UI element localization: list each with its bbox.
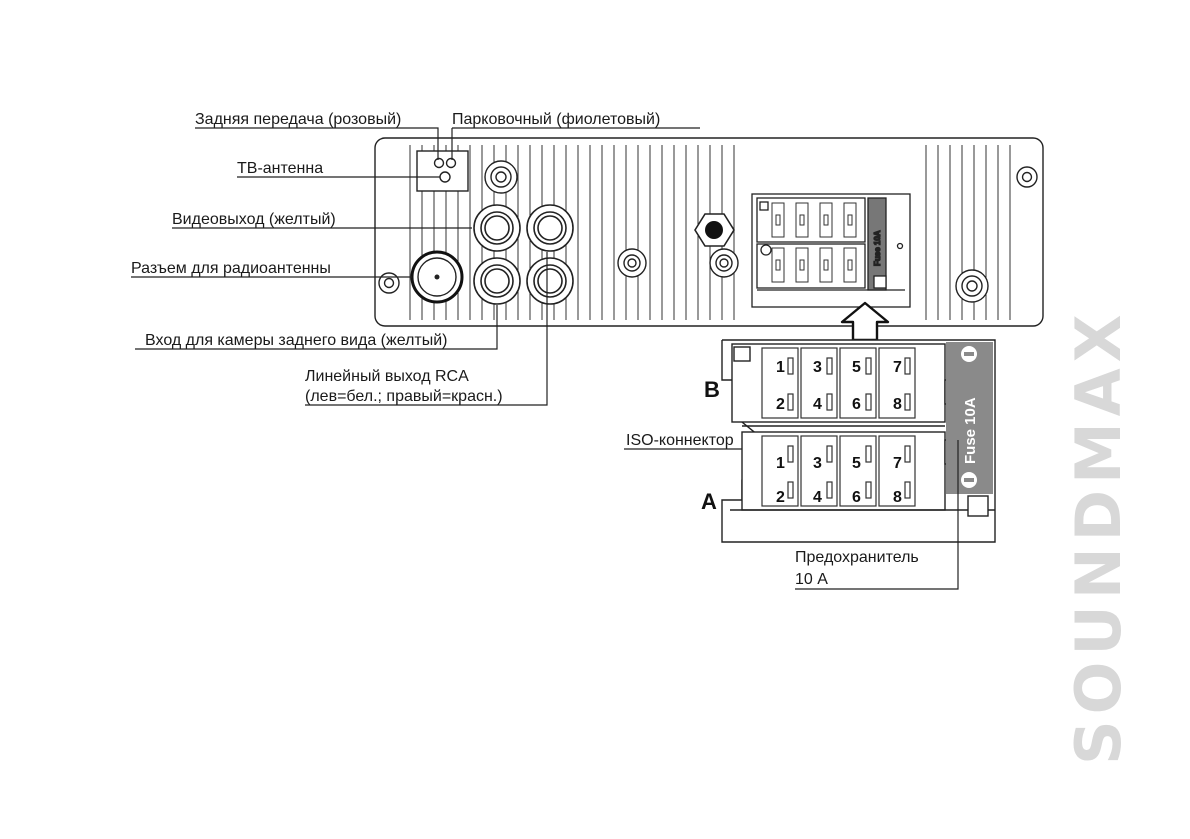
pin-a1: 1 bbox=[776, 455, 785, 472]
fuse-strip bbox=[946, 342, 993, 494]
slot-pin bbox=[775, 259, 781, 271]
pin-contact bbox=[904, 357, 911, 375]
slot-pin bbox=[847, 214, 853, 226]
arrow-up-icon bbox=[840, 301, 890, 342]
pin-b7: 7 bbox=[893, 359, 902, 376]
tv-antenna-socket bbox=[416, 150, 469, 192]
pin-cell bbox=[878, 347, 916, 419]
pin-a8: 8 bbox=[893, 489, 902, 506]
label-fuse-2: 10 А bbox=[795, 571, 828, 588]
slot bbox=[819, 202, 833, 238]
fuse-label: Fuse 10A bbox=[962, 397, 979, 464]
pin-numbers-b-bottom: 2 4 6 8 bbox=[776, 396, 902, 413]
pin-contact bbox=[904, 393, 911, 411]
slot bbox=[819, 247, 833, 283]
label-camera-in: Вход для камеры заднего вида (желтый) bbox=[145, 332, 448, 349]
iso-socket-small: Fuse 10A bbox=[751, 193, 911, 308]
pin-b3: 3 bbox=[813, 359, 822, 376]
pin-cell bbox=[761, 435, 799, 507]
pin-b4: 4 bbox=[813, 396, 822, 413]
slot bbox=[771, 202, 785, 238]
slot bbox=[795, 202, 809, 238]
slot-pin bbox=[799, 259, 805, 271]
row-a-label: A bbox=[701, 489, 717, 514]
pin-contact bbox=[787, 445, 794, 463]
pin-b5: 5 bbox=[852, 359, 861, 376]
pin-contact bbox=[826, 445, 833, 463]
slot-pin bbox=[823, 214, 829, 226]
pin-cell bbox=[878, 435, 916, 507]
pin-numbers-b-top: 1 3 5 7 bbox=[776, 359, 902, 376]
pin-cell bbox=[800, 435, 838, 507]
rca-jacks bbox=[473, 204, 574, 305]
pin-cell bbox=[839, 435, 877, 507]
pin-contact bbox=[865, 357, 872, 375]
pin-a5: 5 bbox=[852, 455, 861, 472]
slot-pin bbox=[775, 214, 781, 226]
label-parking: Парковочный (фиолетовый) bbox=[452, 111, 660, 128]
pin-contact bbox=[904, 445, 911, 463]
iso-connector-enlarged bbox=[721, 339, 996, 543]
pin-contact bbox=[865, 393, 872, 411]
row-b-label: B bbox=[704, 377, 720, 402]
slot bbox=[795, 247, 809, 283]
pin-contact bbox=[787, 481, 794, 499]
slot bbox=[771, 247, 785, 283]
pin-a3: 3 bbox=[813, 455, 822, 472]
label-fuse-1: Предохранитель bbox=[795, 549, 919, 566]
svg-text:Fuse 10A: Fuse 10A bbox=[873, 230, 882, 266]
radio-antenna-socket bbox=[410, 250, 464, 304]
slot-pin bbox=[847, 259, 853, 271]
pin-numbers-a-bottom: 2 4 6 8 bbox=[776, 489, 902, 506]
leader-lines bbox=[131, 127, 959, 590]
slot-pin bbox=[799, 214, 805, 226]
brand-watermark: SOUNDMAX bbox=[1062, 308, 1135, 765]
pin-b1: 1 bbox=[776, 359, 785, 376]
label-line-out-2: (лев=бел.; правый=красн.) bbox=[305, 388, 503, 405]
label-line-out-1: Линейный выход RCA bbox=[305, 368, 469, 385]
pin-a7: 7 bbox=[893, 455, 902, 472]
slot-pin bbox=[823, 259, 829, 271]
slot bbox=[843, 202, 857, 238]
panel-sockets bbox=[484, 160, 989, 303]
pin-b8: 8 bbox=[893, 396, 902, 413]
slot bbox=[843, 247, 857, 283]
pin-contact bbox=[787, 393, 794, 411]
pin-a6: 6 bbox=[852, 489, 861, 506]
pin-contact bbox=[826, 393, 833, 411]
pin-a4: 4 bbox=[813, 489, 822, 506]
pin-contact bbox=[787, 357, 794, 375]
pin-contact bbox=[865, 445, 872, 463]
pin-numbers-a-top: 1 3 5 7 bbox=[776, 455, 902, 472]
pin-cell bbox=[800, 347, 838, 419]
pin-cell bbox=[761, 347, 799, 419]
label-radio-antenna: Разъем для радиоантенны bbox=[131, 260, 331, 277]
iso-socket-slots bbox=[771, 202, 857, 283]
unit-rear-panel bbox=[374, 137, 1044, 327]
pin-cell bbox=[839, 347, 877, 419]
label-tv-antenna: ТВ-антенна bbox=[237, 160, 323, 177]
pin-contact bbox=[826, 481, 833, 499]
label-video-out: Видеовыход (желтый) bbox=[172, 211, 336, 228]
label-iso: ISO-коннектор bbox=[626, 432, 734, 449]
label-reverse: Задняя передача (розовый) bbox=[195, 111, 401, 128]
iso-connector-pin-cells bbox=[761, 347, 916, 507]
pin-b6: 6 bbox=[852, 396, 861, 413]
pin-contact bbox=[904, 481, 911, 499]
pin-a2: 2 bbox=[776, 489, 785, 506]
pin-contact bbox=[865, 481, 872, 499]
ground-nut bbox=[694, 213, 735, 247]
pin-b2: 2 bbox=[776, 396, 785, 413]
pin-contact bbox=[826, 357, 833, 375]
